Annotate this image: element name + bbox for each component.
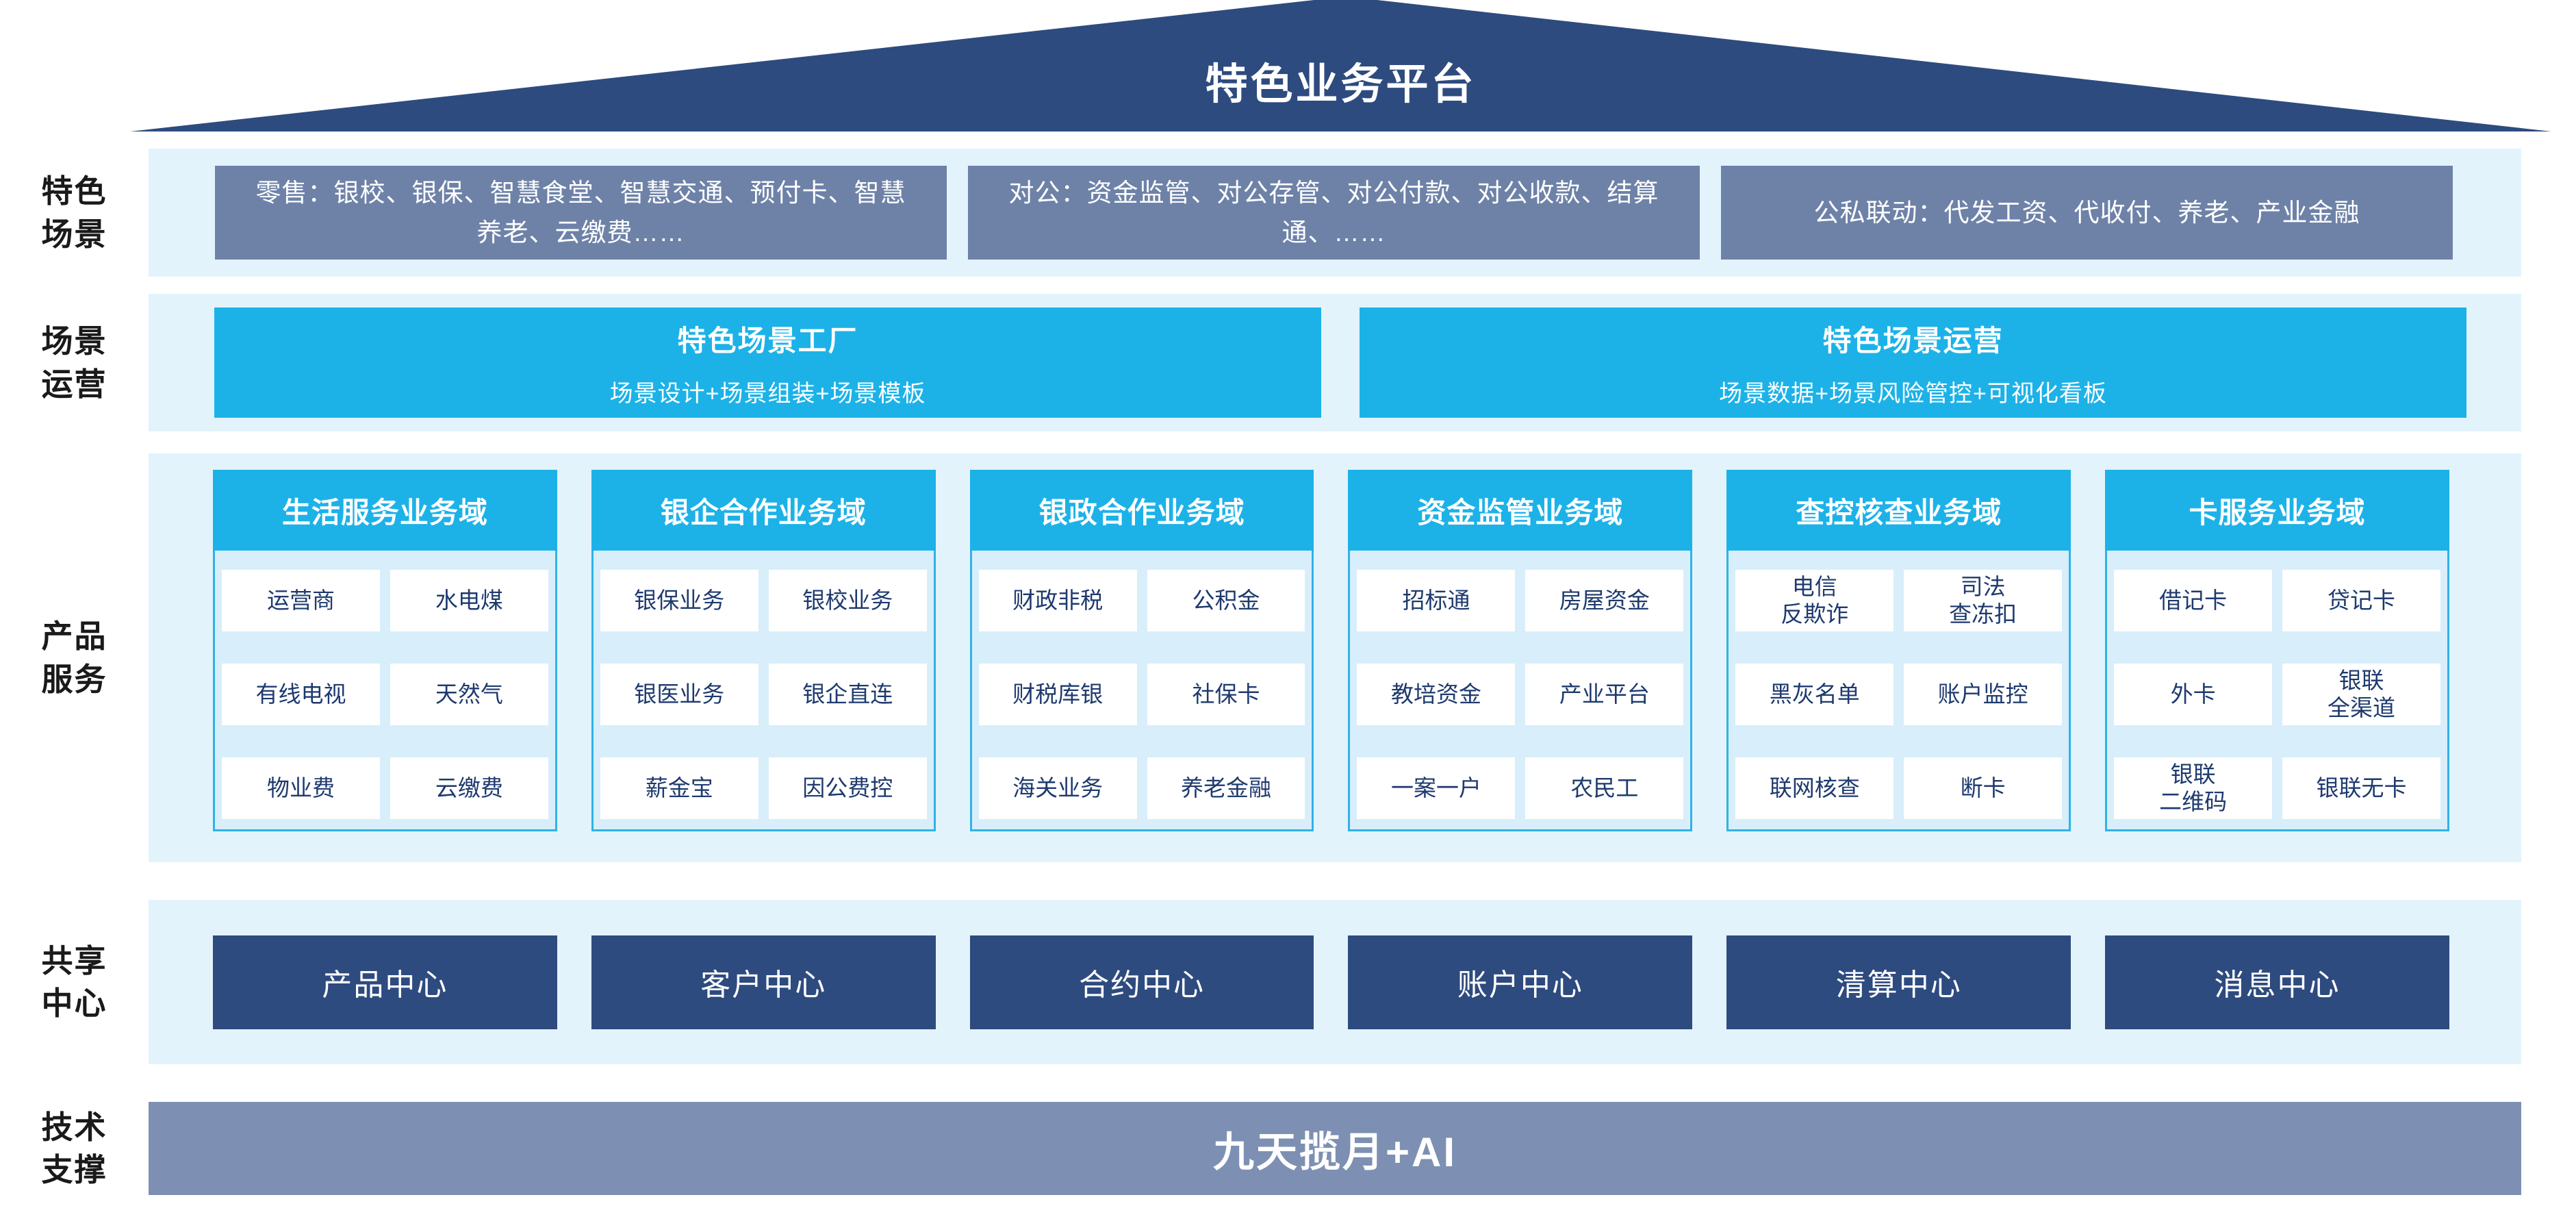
domain-column-bank-enterprise: 银企合作业务域 银保业务 银校业务 银医业务 银企直连 薪金宝 因公费控	[591, 470, 936, 831]
domain-cell: 银医业务	[600, 664, 758, 725]
domain-cell: 云缴费	[390, 757, 548, 819]
scene-box-linkage: 公私联动：代发工资、代收付、养老、产业金融	[1721, 166, 2453, 260]
domain-cell: 海关业务	[978, 757, 1137, 819]
domain-cell: 财税库银	[978, 664, 1137, 725]
domain-body: 银保业务 银校业务 银医业务 银企直连 薪金宝 因公费控	[591, 551, 936, 831]
ops-title: 特色场景工厂	[677, 324, 858, 357]
side-label-centers: 共享 中心	[41, 942, 107, 1021]
domain-cell: 借记卡	[2114, 570, 2273, 631]
domain-cell: 房屋资金	[1525, 570, 1684, 631]
domain-header: 银企合作业务域	[591, 470, 936, 551]
center-box-product: 产品中心	[213, 935, 557, 1029]
domain-cell: 银校业务	[768, 570, 927, 631]
domain-header: 银政合作业务域	[969, 470, 1314, 551]
row-centers: 共享 中心 产品中心 客户中心 合约中心 账户中心 清算中心 消息中心	[0, 900, 2576, 1064]
domain-cell: 运营商	[222, 570, 380, 631]
centers-band: 产品中心 客户中心 合约中心 账户中心 清算中心 消息中心	[149, 900, 2521, 1064]
domain-cell: 银联 全渠道	[2282, 664, 2440, 725]
products-band: 生活服务业务域 运营商 水电煤 有线电视 天然气 物业费 云缴费 银企合作业务域…	[149, 453, 2521, 862]
center-box-clearing: 清算中心	[1726, 935, 2071, 1029]
domain-body: 运营商 水电煤 有线电视 天然气 物业费 云缴费	[213, 551, 557, 831]
domain-cell: 账户监控	[1904, 664, 2063, 725]
domain-body: 借记卡 贷记卡 外卡 银联 全渠道 银联 二维码 银联无卡	[2105, 551, 2449, 831]
domain-cell: 产业平台	[1525, 664, 1684, 725]
domain-body: 电信 反欺诈 司法 查冻扣 黑灰名单 账户监控 联网核查 断卡	[1726, 551, 2071, 831]
ops-subtitle: 场景数据+场景风险管控+可视化看板	[1719, 380, 2107, 407]
ops-band: 特色场景工厂 场景设计+场景组装+场景模板 特色场景运营 场景数据+场景风险管控…	[149, 294, 2521, 431]
row-products: 产品 服务 生活服务业务域 运营商 水电煤 有线电视 天然气 物业费 云缴费 银…	[0, 453, 2576, 862]
roof-banner: 特色业务平台	[130, 0, 2551, 131]
domain-cell: 银企直连	[768, 664, 927, 725]
domain-cell: 银联无卡	[2282, 757, 2440, 819]
side-label-tech: 技术 支撑	[41, 1109, 107, 1187]
domain-cell: 农民工	[1525, 757, 1684, 819]
center-box-contract: 合约中心	[969, 935, 1314, 1029]
side-label-ops: 场景 运营	[41, 323, 107, 402]
scene-box-corporate: 对公：资金监管、对公存管、对公付款、对公收款、结算通、……	[968, 166, 1700, 260]
domain-cell: 有线电视	[222, 664, 380, 725]
domain-header: 卡服务业务域	[2105, 470, 2449, 551]
scene-box-retail: 零售：银校、银保、智慧食堂、智慧交通、预付卡、智慧养老、云缴费……	[215, 166, 947, 260]
tech-support-bar: 九天揽月+AI	[149, 1102, 2521, 1195]
domain-column-bank-government: 银政合作业务域 财政非税 公积金 财税库银 社保卡 海关业务 养老金融	[969, 470, 1314, 831]
domain-cell: 水电煤	[390, 570, 548, 631]
domain-cell: 司法 查冻扣	[1904, 570, 2063, 631]
domain-cell: 联网核查	[1735, 757, 1894, 819]
domain-body: 财政非税 公积金 财税库银 社保卡 海关业务 养老金融	[969, 551, 1314, 831]
domain-cell: 贷记卡	[2282, 570, 2440, 631]
center-box-account: 账户中心	[1348, 935, 1693, 1029]
domain-column-life: 生活服务业务域 运营商 水电煤 有线电视 天然气 物业费 云缴费	[213, 470, 557, 831]
domain-cell: 断卡	[1904, 757, 2063, 819]
ops-title: 特色场景运营	[1822, 324, 2004, 357]
domain-cell: 银联 二维码	[2114, 757, 2273, 819]
domain-cell: 招标通	[1357, 570, 1516, 631]
row-tech: 技术 支撑 九天揽月+AI	[0, 1102, 2576, 1195]
domain-cell: 财政非税	[978, 570, 1137, 631]
center-box-message: 消息中心	[2105, 935, 2449, 1029]
ops-box-operation: 特色场景运营 场景数据+场景风险管控+可视化看板	[1360, 307, 2466, 418]
platform-title: 特色业务平台	[1205, 61, 1477, 108]
center-box-customer: 客户中心	[591, 935, 936, 1029]
domain-header: 查控核查业务域	[1726, 470, 2071, 551]
row-scenes: 特色 场景 零售：银校、银保、智慧食堂、智慧交通、预付卡、智慧养老、云缴费…… …	[0, 149, 2576, 277]
domain-cell: 因公费控	[768, 757, 927, 819]
side-label-scenes: 特色 场景	[41, 173, 107, 252]
domain-header: 资金监管业务域	[1348, 470, 1693, 551]
side-label-products: 产品 服务	[41, 618, 107, 697]
domain-cell: 养老金融	[1147, 757, 1305, 819]
domain-cell: 社保卡	[1147, 664, 1305, 725]
scenes-band: 零售：银校、银保、智慧食堂、智慧交通、预付卡、智慧养老、云缴费…… 对公：资金监…	[149, 149, 2521, 277]
domain-cell: 教培资金	[1357, 664, 1516, 725]
domain-cell: 天然气	[390, 664, 548, 725]
domain-cell: 公积金	[1147, 570, 1305, 631]
domain-cell: 银保业务	[600, 570, 758, 631]
domain-header: 生活服务业务域	[213, 470, 557, 551]
domain-cell: 物业费	[222, 757, 380, 819]
domain-column-fund-supervision: 资金监管业务域 招标通 房屋资金 教培资金 产业平台 一案一户 农民工	[1348, 470, 1693, 831]
domain-cell: 电信 反欺诈	[1735, 570, 1894, 631]
domain-cell: 黑灰名单	[1735, 664, 1894, 725]
domain-cell: 薪金宝	[600, 757, 758, 819]
domain-cell: 外卡	[2114, 664, 2273, 725]
domain-column-inquiry-control: 查控核查业务域 电信 反欺诈 司法 查冻扣 黑灰名单 账户监控 联网核查 断卡	[1726, 470, 2071, 831]
domain-column-card-service: 卡服务业务域 借记卡 贷记卡 外卡 银联 全渠道 银联 二维码 银联无卡	[2105, 470, 2449, 831]
ops-box-factory: 特色场景工厂 场景设计+场景组装+场景模板	[214, 307, 1321, 418]
domain-cell: 一案一户	[1357, 757, 1516, 819]
ops-subtitle: 场景设计+场景组装+场景模板	[609, 380, 926, 407]
row-ops: 场景 运营 特色场景工厂 场景设计+场景组装+场景模板 特色场景运营 场景数据+…	[0, 294, 2576, 431]
domain-body: 招标通 房屋资金 教培资金 产业平台 一案一户 农民工	[1348, 551, 1693, 831]
